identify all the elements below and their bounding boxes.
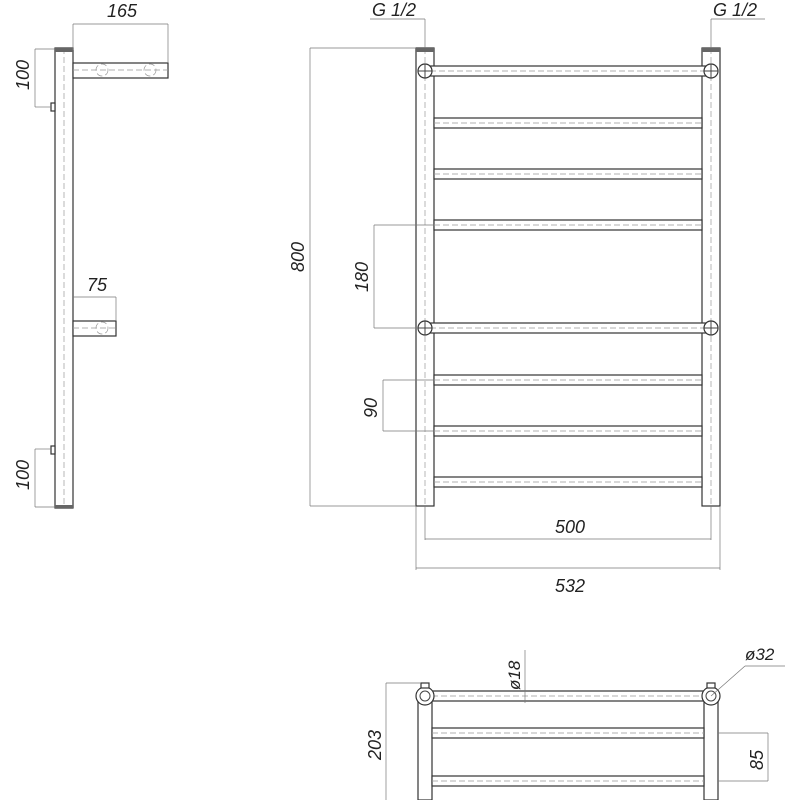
front-view: G 1/2 G 1/2 800 180 90 500 532 xyxy=(288,0,765,596)
dim-100-top-label: 100 xyxy=(13,60,33,90)
top-left-post xyxy=(417,693,433,800)
dim-post-diameter-label: ø32 xyxy=(745,645,775,664)
dim-85-label: 85 xyxy=(747,749,767,770)
top-right-post xyxy=(703,693,719,800)
dim-75-label: 75 xyxy=(87,275,108,295)
dim-90-label: 90 xyxy=(361,398,381,418)
dim-532-label: 532 xyxy=(555,576,585,596)
thread-right-label: G 1/2 xyxy=(713,0,757,20)
top-view: 203 ø18 ø32 85 xyxy=(365,645,785,800)
dim-100-bottom-label: 100 xyxy=(13,460,33,490)
dim-180-label: 180 xyxy=(352,262,372,292)
thread-left-label: G 1/2 xyxy=(372,0,416,20)
dim-165-label: 165 xyxy=(107,1,138,21)
dim-800-label: 800 xyxy=(288,242,308,272)
rail-diameter-text: ø18 xyxy=(505,660,524,690)
dim-500-label: 500 xyxy=(555,517,585,537)
front-rails xyxy=(424,65,712,488)
dim-203-label: 203 xyxy=(365,730,385,761)
side-mid-bracket xyxy=(72,320,117,337)
side-view: 165 100 75 100 xyxy=(13,1,169,509)
